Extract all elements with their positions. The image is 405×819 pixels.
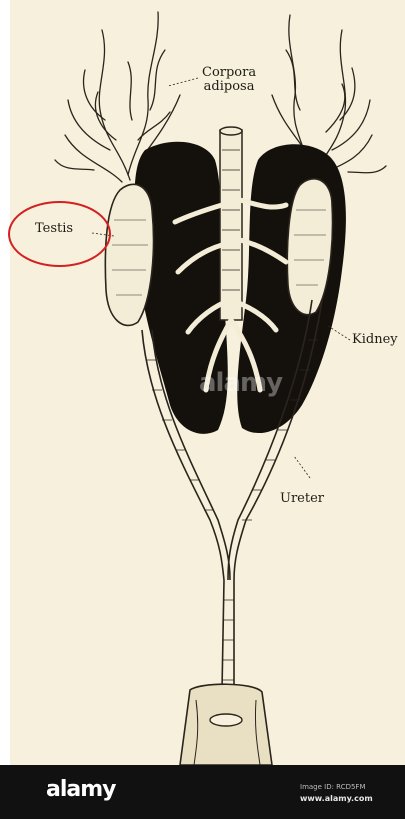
testis-highlight-circle xyxy=(8,201,111,267)
center-watermark: alamy xyxy=(199,368,282,398)
alamy-logo: alamy xyxy=(46,777,116,802)
corpora-label-line2: adiposa xyxy=(202,80,256,94)
site-url-text: www.alamy.com xyxy=(300,794,373,803)
cloaca xyxy=(180,684,272,765)
image-id-text: Image ID: RCD5FM xyxy=(300,783,366,791)
left-testis xyxy=(105,184,153,325)
illustration-plate: Corpora adiposa Testis Kidney Ureter ala… xyxy=(10,0,405,765)
corpora-label-line1: Corpora xyxy=(202,66,256,80)
kidney-label: Kidney xyxy=(352,333,398,347)
ureter-label: Ureter xyxy=(280,492,324,506)
watermark-footer: alamy Image ID: RCD5FM www.alamy.com xyxy=(0,765,405,819)
corpora-adiposa-label: Corpora adiposa xyxy=(202,66,256,94)
dorsal-aorta xyxy=(220,127,242,320)
